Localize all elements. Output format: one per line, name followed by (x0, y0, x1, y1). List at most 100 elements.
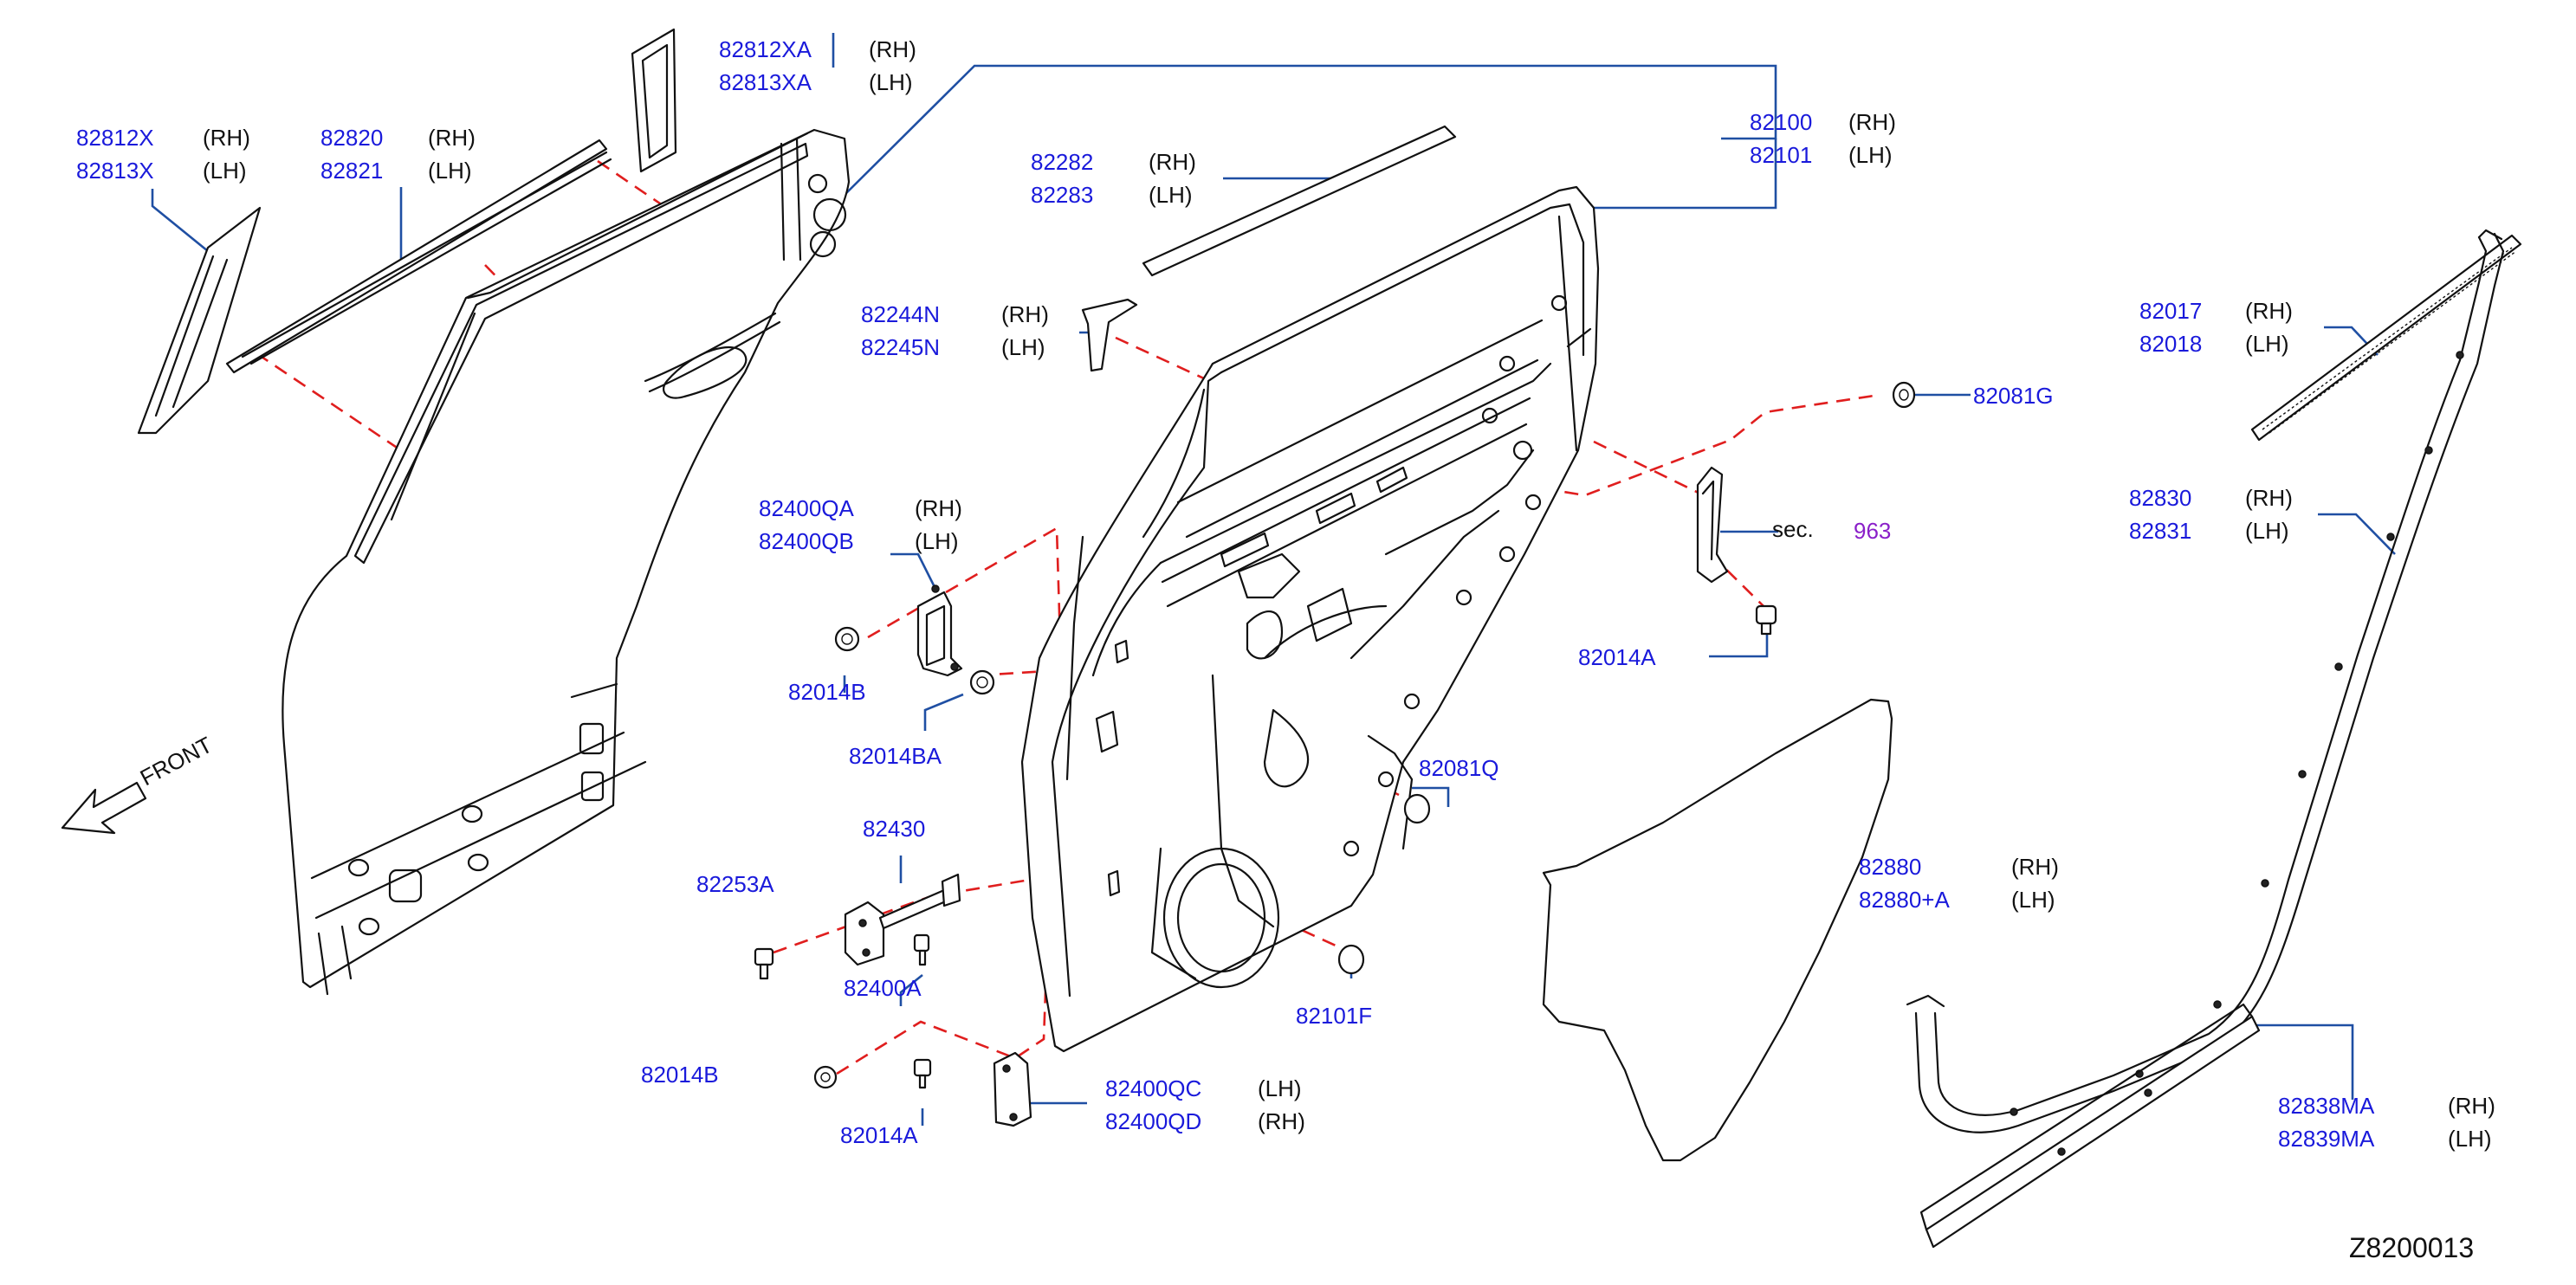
part-number-82838ma[interactable]: 82838MA (2278, 1093, 2375, 1119)
side-label: (LH) (1848, 142, 1893, 168)
inner-door-panel (1020, 185, 1600, 1053)
check-bolts (754, 933, 930, 980)
part-number-82813x[interactable]: 82813X (76, 158, 154, 184)
side-label: (RH) (428, 125, 476, 151)
part-number-82101f[interactable]: 82101F (1296, 1003, 1372, 1029)
section-reference[interactable]: 963 (1854, 518, 1891, 544)
callout-82880[interactable]: 82880 (RH) 82880+A (LH) (1859, 854, 2059, 913)
callout-82812xa[interactable]: 82812XA (RH) 82813XA (LH) (719, 36, 916, 95)
callout-82400qa[interactable]: 82400QA (RH) 82400QB (LH) (759, 495, 962, 554)
part-number-82283[interactable]: 82283 (1031, 182, 1093, 208)
side-label: (RH) (869, 36, 916, 62)
side-label: (LH) (1001, 334, 1045, 360)
part-number-82812xa[interactable]: 82812XA (719, 36, 812, 62)
part-number-82014a[interactable]: 82014A (840, 1122, 918, 1148)
side-label: (RH) (1001, 301, 1049, 327)
outer-door-panel (282, 128, 851, 996)
part-number-82017[interactable]: 82017 (2139, 298, 2202, 324)
part-number-82101[interactable]: 82101 (1750, 142, 1812, 168)
callout-82101f[interactable]: 82101F (1296, 1003, 1372, 1029)
part-number-82014b[interactable]: 82014B (641, 1062, 719, 1088)
corner-garnish (631, 28, 677, 173)
side-label: (RH) (203, 125, 250, 151)
side-label: (LH) (2245, 518, 2289, 544)
callout-82400qc[interactable]: 82400QC (LH) 82400QD (RH) (1105, 1075, 1305, 1134)
callout-82430[interactable]: 82430 (863, 816, 925, 842)
part-number-82400qb[interactable]: 82400QB (759, 528, 854, 554)
part-number-82831[interactable]: 82831 (2129, 518, 2191, 544)
side-label: (RH) (2245, 298, 2293, 324)
part-number-82820[interactable]: 82820 (320, 125, 383, 151)
part-number-82244n[interactable]: 82244N (861, 301, 940, 327)
door-weatherstrip (1906, 229, 2505, 1133)
callout-82014a-right[interactable]: 82014A (1578, 644, 1656, 670)
callout-82014ba[interactable]: 82014BA (849, 743, 942, 769)
part-number-82821[interactable]: 82821 (320, 158, 383, 184)
bracket-screw (1755, 604, 1777, 636)
callout-82253a[interactable]: 82253A (696, 871, 774, 897)
part-number-82014a[interactable]: 82014A (1578, 644, 1656, 670)
callout-82820[interactable]: 82820 (RH) 82821 (LH) (320, 125, 476, 184)
side-label: (LH) (203, 158, 247, 184)
callout-82014b-lower[interactable]: 82014B (641, 1062, 719, 1088)
upper-hinge (916, 584, 963, 677)
sash-bracket (1081, 298, 1138, 372)
side-label: (RH) (915, 495, 962, 521)
door-upper-moulding (1142, 125, 1457, 277)
side-label: (RH) (1149, 149, 1196, 175)
side-label: (LH) (2011, 887, 2055, 913)
callout-82081q[interactable]: 82081Q (1419, 755, 1499, 781)
callout-82282[interactable]: 82282 (RH) 82283 (LH) (1031, 149, 1196, 208)
section-number-link[interactable]: 963 (1854, 518, 1891, 544)
part-number-82014b[interactable]: 82014B (788, 679, 866, 705)
side-label: (LH) (1149, 182, 1193, 208)
callout-82830[interactable]: 82830 (RH) 82831 (LH) (2129, 485, 2293, 544)
part-number-82880[interactable]: 82880 (1859, 854, 1921, 880)
part-number-82014ba[interactable]: 82014BA (849, 743, 942, 769)
part-number-82880-a[interactable]: 82880+A (1859, 887, 1950, 913)
section-label-text: sec. (1772, 516, 1814, 542)
callout-82244n[interactable]: 82244N (RH) 82245N (LH) (861, 301, 1049, 360)
callout-82081g[interactable]: 82081G (1973, 383, 2054, 409)
part-number-82400qa[interactable]: 82400QA (759, 495, 855, 521)
callout-82812x[interactable]: 82812X (RH) 82813X (LH) (76, 125, 250, 184)
part-number-82081q[interactable]: 82081Q (1419, 755, 1499, 781)
hinge-nuts (834, 626, 995, 695)
part-number-82813xa[interactable]: 82813XA (719, 69, 812, 95)
sill-weatherstrip (1919, 1003, 2261, 1249)
section-963-bracket (1696, 466, 1729, 584)
part-number-82253a[interactable]: 82253A (696, 871, 774, 897)
side-label: (RH) (1848, 109, 1896, 135)
front-direction-arrow (61, 781, 147, 835)
part-number-82100[interactable]: 82100 (1750, 109, 1812, 135)
side-label: (LH) (2448, 1126, 2492, 1152)
sealing-screen (1542, 698, 1893, 1162)
part-number-82812x[interactable]: 82812X (76, 125, 154, 151)
diagram-code: Z8200013 (2349, 1232, 2474, 1263)
part-number-82081g[interactable]: 82081G (1973, 383, 2054, 409)
callout-82014b-upper[interactable]: 82014B (788, 679, 866, 705)
part-number-82018[interactable]: 82018 (2139, 331, 2202, 357)
side-label: (RH) (1258, 1108, 1305, 1134)
side-label: (RH) (2011, 854, 2059, 880)
part-number-82400qc[interactable]: 82400QC (1105, 1075, 1201, 1101)
plugs (1337, 381, 1916, 975)
part-number-82839ma[interactable]: 82839MA (2278, 1126, 2375, 1152)
part-number-82400a[interactable]: 82400A (844, 975, 922, 1001)
callout-82100[interactable]: 82100 (RH) 82101 (LH) (1750, 109, 1896, 168)
callout-82014a-lower[interactable]: 82014A (840, 1122, 918, 1148)
belt-moulding (225, 139, 612, 374)
part-number-82430[interactable]: 82430 (863, 816, 925, 842)
part-number-82282[interactable]: 82282 (1031, 149, 1093, 175)
side-label: (LH) (2245, 331, 2289, 357)
callout-82838ma[interactable]: 82838MA (RH) 82839MA (LH) (2278, 1093, 2495, 1152)
part-number-82245n[interactable]: 82245N (861, 334, 940, 360)
part-number-82830[interactable]: 82830 (2129, 485, 2191, 511)
lower-hinge (993, 1051, 1032, 1127)
callout-82017[interactable]: 82017 (RH) 82018 (LH) (2139, 298, 2293, 357)
part-number-82400qd[interactable]: 82400QD (1105, 1108, 1201, 1134)
callout-82400a[interactable]: 82400A (844, 975, 922, 1001)
side-label: (LH) (915, 528, 959, 554)
front-label: FRONT (136, 732, 217, 791)
